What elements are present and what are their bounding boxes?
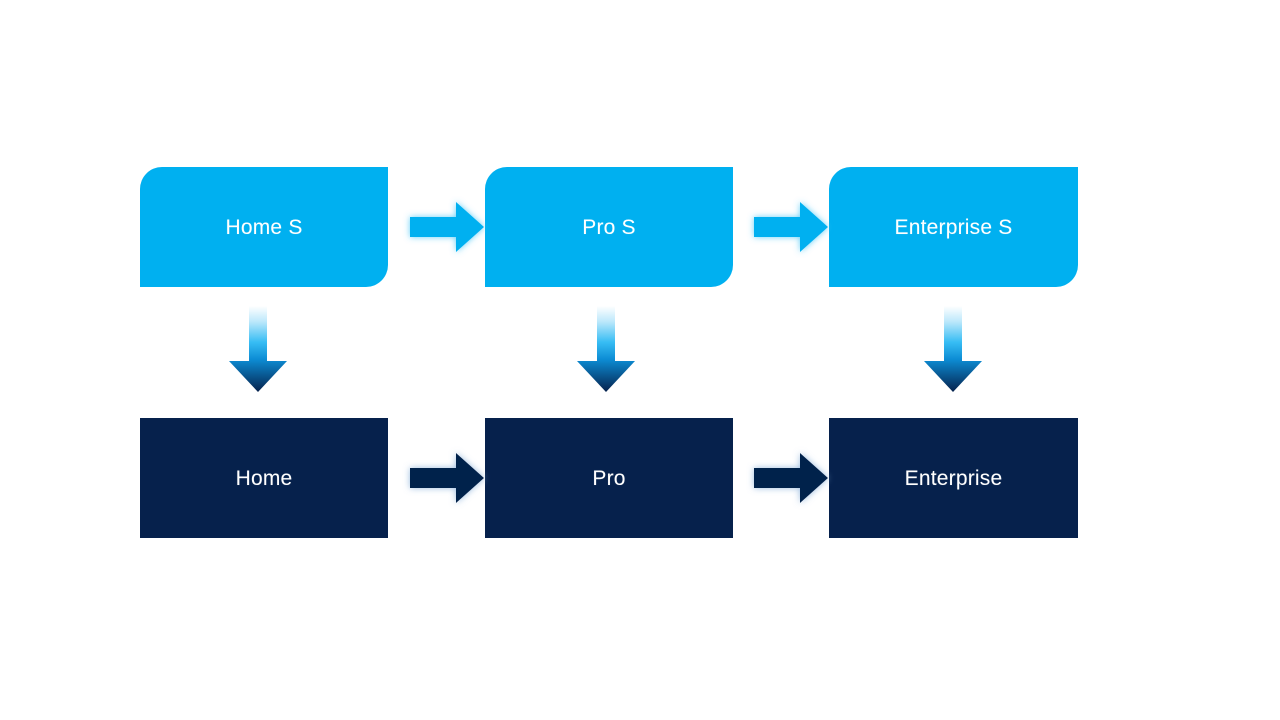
node-enterprise-s-label: Enterprise S: [894, 215, 1013, 239]
node-enterprise-label: Enterprise: [904, 466, 1003, 490]
arrow-right-icon-pro-to-enterprise: [748, 447, 834, 509]
node-pro[interactable]: Pro: [485, 418, 733, 538]
node-enterprise-s[interactable]: Enterprise S: [829, 167, 1078, 287]
node-pro-label: Pro: [592, 466, 626, 490]
arrow-right-icon-home-to-pro: [404, 447, 490, 509]
node-pro-s[interactable]: Pro S: [485, 167, 733, 287]
node-home-label: Home: [235, 466, 293, 490]
arrow-down-icon-pro-s-to-pro: [573, 304, 639, 394]
arrow-down-icon-home-s-to-home: [225, 304, 291, 394]
arrow-right-icon-home-s-to-pro-s: [404, 196, 490, 258]
arrow-down-icon-enterprise-s-to-enterprise: [920, 304, 986, 394]
node-pro-s-label: Pro S: [582, 215, 636, 239]
node-home-s-label: Home S: [225, 215, 303, 239]
node-home-s[interactable]: Home S: [140, 167, 388, 287]
node-home[interactable]: Home: [140, 418, 388, 538]
node-enterprise[interactable]: Enterprise: [829, 418, 1078, 538]
arrow-right-icon-pro-s-to-enterprise-s: [748, 196, 834, 258]
